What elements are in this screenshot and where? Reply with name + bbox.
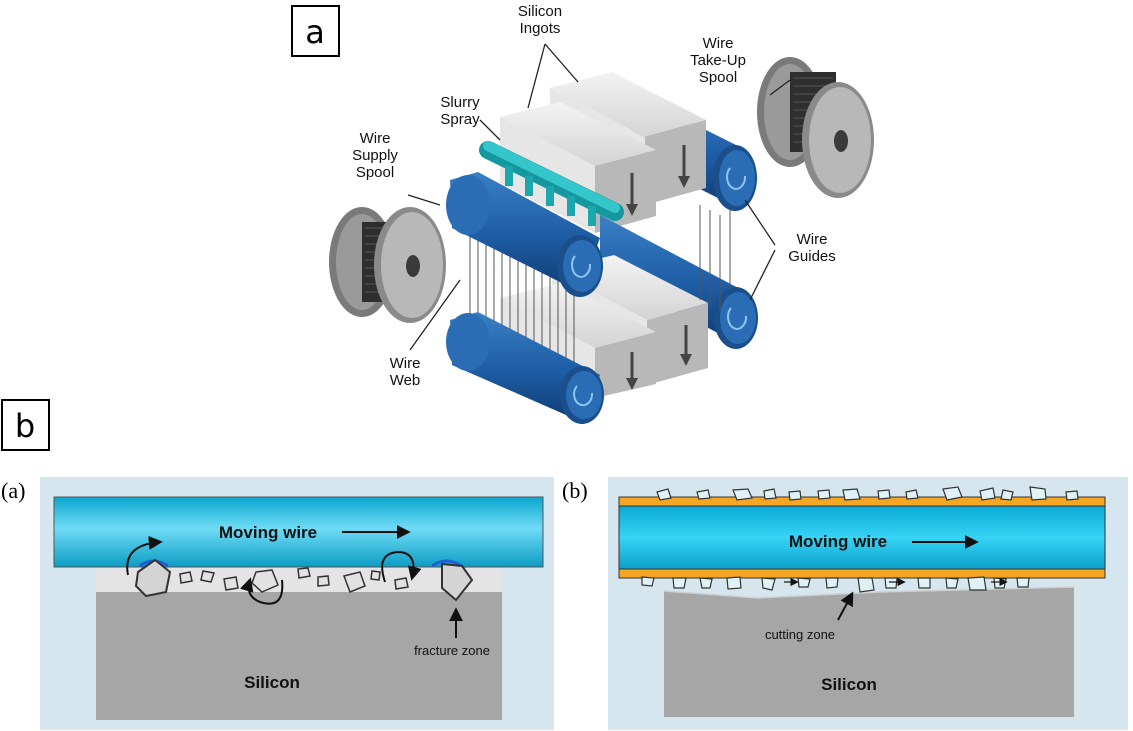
svg-text:Wire: Wire [360,130,391,147]
wire-supply-spool [329,207,446,323]
panel-a-label: a [291,5,340,57]
moving-wire-b [618,505,1106,570]
subfigure-b: (b) [562,477,1128,730]
moving-wire-a [53,496,544,568]
label-wire-take-up-spool: Wire Take-Up Spool [690,35,746,86]
wire-guide-roller-bottom-left [446,312,604,424]
silicon-a-label: Silicon [244,673,300,692]
svg-text:Slurry: Slurry [440,94,480,111]
panel-b-label: b [1,399,50,451]
wire-guide-roller-top-left [446,172,603,297]
label-wire-supply-spool: Wire Supply Spool [352,130,398,181]
label-wire-guides: Wire Guides [788,231,836,265]
svg-text:a: a [305,13,325,51]
svg-text:Spray: Spray [440,111,480,128]
wire-take-up-spool [757,57,874,198]
silicon-b-label: Silicon [821,675,877,694]
label-silicon-ingots: Silicon Ingots [518,3,562,37]
svg-text:Take-Up: Take-Up [690,52,746,69]
moving-wire-b-label: Moving wire [789,532,887,551]
subfigure-a-label: (a) [1,478,25,503]
svg-text:Guides: Guides [788,248,836,265]
svg-text:Supply: Supply [352,147,398,164]
cutting-zone-label: cutting zone [765,627,835,642]
svg-text:Spool: Spool [356,164,394,181]
label-slurry-spray: Slurry Spray [440,94,480,128]
svg-text:Web: Web [390,372,421,389]
svg-text:Wire: Wire [390,355,421,372]
fracture-zone-label: fracture zone [414,643,490,658]
subfigure-a: (a) Moving wire [1,477,554,730]
slurry-spray-bar [479,141,624,226]
svg-text:Wire: Wire [703,35,734,52]
leader-lines [407,43,791,351]
subfigure-b-label: (b) [562,478,588,503]
svg-text:Wire: Wire [797,231,828,248]
svg-text:Ingots: Ingots [520,20,561,37]
label-wire-web: Wire Web [390,355,421,389]
moving-wire-a-label: Moving wire [219,523,317,542]
svg-text:Spool: Spool [699,69,737,86]
silicon-block-b [664,587,1074,717]
svg-text:b: b [15,407,35,445]
svg-text:Silicon: Silicon [518,3,562,20]
